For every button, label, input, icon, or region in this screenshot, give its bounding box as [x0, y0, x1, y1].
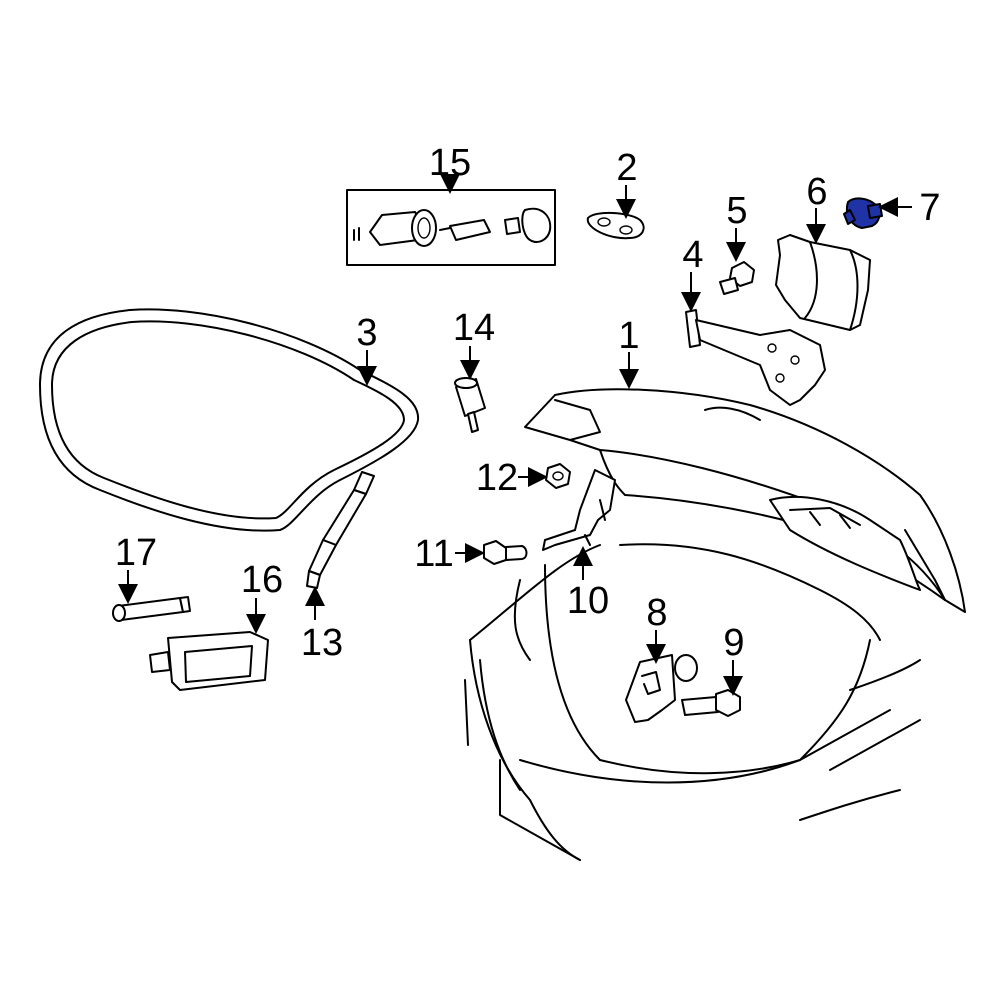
callout-6: 6 [806, 171, 827, 213]
bolt [483, 540, 528, 565]
callout-15: 15 [429, 142, 471, 184]
callout-2: 2 [616, 147, 637, 189]
pin [112, 596, 191, 622]
vehicle-body [464, 543, 921, 861]
trunk-lid [524, 388, 966, 613]
lock-cylinder-kit [346, 189, 556, 266]
release-switch [149, 631, 269, 691]
callout-16: 16 [241, 559, 283, 601]
hinge-bracket [542, 469, 616, 551]
latch [685, 309, 826, 406]
callout-1: 1 [618, 315, 639, 357]
callout-17: 17 [115, 532, 157, 574]
bolt-upper [719, 261, 755, 295]
lift-strut [306, 471, 375, 589]
callout-13: 13 [301, 622, 343, 664]
fastener-icon [843, 197, 883, 229]
callout-14: 14 [453, 307, 495, 349]
callout-labels: 15 2 3 14 1 4 5 6 7 12 11 10 13 8 9 16 1… [115, 142, 941, 664]
callout-7: 7 [919, 187, 940, 229]
callout-8: 8 [646, 592, 667, 634]
striker [625, 654, 698, 723]
callout-11: 11 [414, 533, 453, 575]
callout-10: 10 [567, 580, 609, 622]
leader-arrows [118, 174, 912, 696]
actuator [775, 234, 871, 331]
callout-12: 12 [476, 457, 518, 499]
callout-4: 4 [682, 234, 703, 276]
bumper-stop [454, 377, 486, 433]
callout-3: 3 [356, 312, 377, 354]
callout-5: 5 [726, 190, 747, 232]
nut [545, 463, 571, 489]
weatherstrip [39, 308, 420, 532]
callout-9: 9 [723, 622, 744, 664]
gasket [586, 212, 645, 240]
bolt-lower [681, 689, 741, 717]
